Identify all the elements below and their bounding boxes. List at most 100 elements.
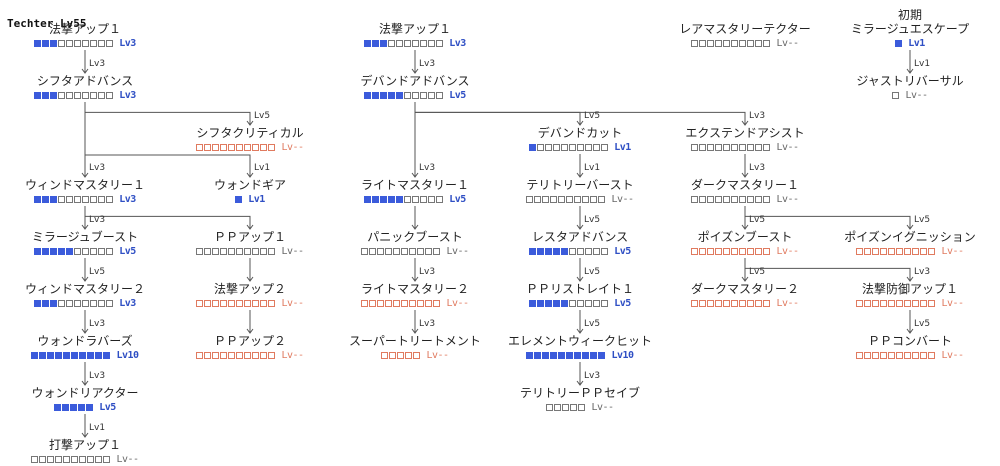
level-box-empty [872,299,880,307]
skill-name: 法撃アップ２ [213,282,286,296]
level-box-empty [404,195,412,203]
level-box-filled [42,247,50,255]
level-box-empty [98,195,106,203]
wire-debandadv-lightmastery1 [411,102,419,178]
level-box-empty [252,143,260,151]
level-box-empty [912,351,920,359]
level-box-filled [63,351,71,359]
wire-debandcut-terriburst [576,154,584,178]
wire-lightmastery2-supertreat [411,310,419,334]
level-box-empty [433,247,441,255]
requirement-label: Lv3 [914,267,931,277]
wire-siftadv-wandgear [84,102,254,178]
level-box-empty [888,247,896,255]
skill-name: テリトリーバースト [526,178,634,192]
skill-level-bar: Lv-- [495,400,665,413]
requirement-label: Lv3 [89,319,106,329]
wire-wandreactor-dageki1 [81,414,89,438]
level-box-empty [82,91,90,99]
level-box-empty [731,39,739,47]
level-box-empty [558,195,566,203]
level-box-filled [95,351,103,359]
requirement-label: Lv5 [89,267,106,277]
skill-name: ウォンドギア [213,178,286,192]
level-box-empty [260,143,268,151]
skill-level-text: Lv10 [116,349,139,361]
requirement-label: Lv3 [89,371,106,381]
skill-level-bar: Lv3 [0,36,170,49]
requirement-label: Lv3 [419,319,436,329]
requirement-label: Lv1 [914,59,931,69]
level-box-empty [74,195,82,203]
level-box-empty [228,299,236,307]
level-box-empty [385,247,393,255]
level-box-empty [236,247,244,255]
level-box-empty [268,351,276,359]
level-box-filled [380,91,388,99]
level-box-empty [436,195,444,203]
level-box-empty [598,195,606,203]
level-box-empty [388,39,396,47]
level-box-empty [260,351,268,359]
skill-level-text: Lv5 [614,297,631,309]
skill-level-text: Lv1 [614,141,631,153]
skill-level-bar: Lv-- [165,140,335,153]
level-box-empty [582,195,590,203]
level-box-filled [545,299,553,307]
level-box-empty [433,299,441,307]
level-box-empty [715,299,723,307]
level-box-empty [904,351,912,359]
level-box-empty [268,143,276,151]
wire-elementweak-terrippsave [576,362,584,386]
requirement-label: Lv3 [584,371,601,381]
level-box-empty [425,299,433,307]
level-box-filled [553,299,561,307]
level-box-empty [872,247,880,255]
skill-level-text: Lv5 [99,401,116,413]
level-box-empty [260,247,268,255]
level-box-empty [228,351,236,359]
level-box-empty [864,247,872,255]
level-box-empty [401,247,409,255]
skill-name: 打撃アップ１ [48,438,121,452]
level-box-empty [577,247,585,255]
level-box-empty [574,195,582,203]
level-box-empty [389,351,397,359]
level-box-empty [412,91,420,99]
